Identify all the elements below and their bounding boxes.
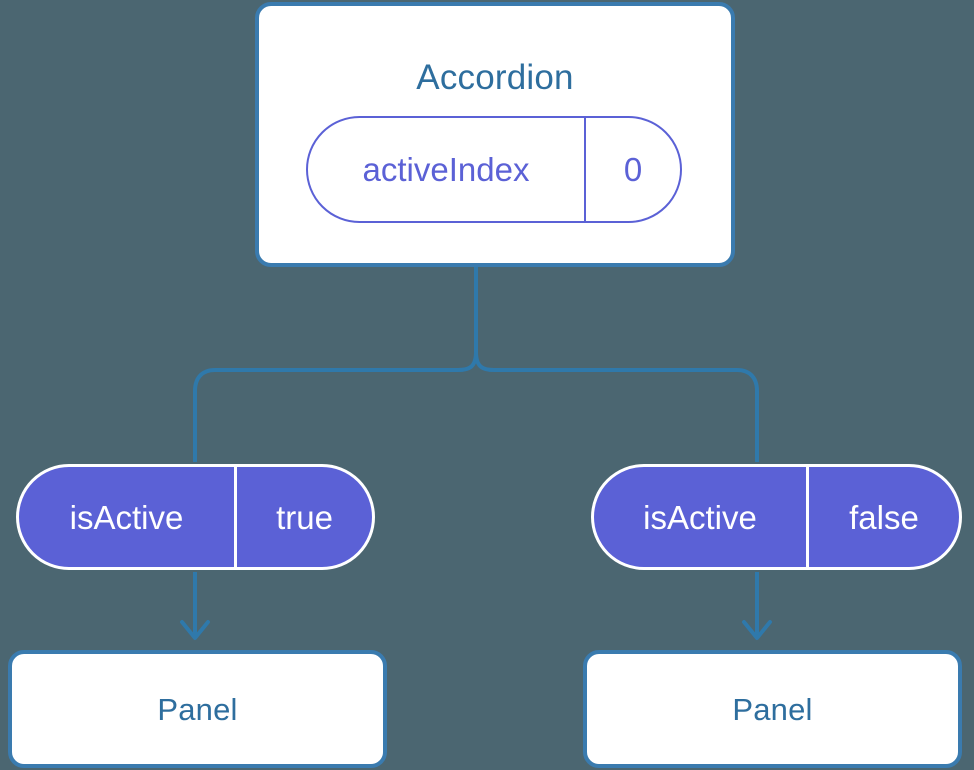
prop-pill-key: isActive (594, 467, 809, 567)
component-title-panel: Panel (732, 691, 813, 727)
prop-pill-value: false (849, 498, 919, 536)
state-pill-active-index[interactable]: activeIndex 0 (306, 116, 682, 223)
arrow-left-head-icon (180, 620, 210, 640)
component-card-panel-left[interactable]: Panel (8, 650, 387, 768)
fork-right-branch-line (474, 351, 759, 462)
prop-pill-key: isActive (19, 467, 237, 567)
state-pill-value: 0 (623, 151, 643, 188)
component-card-panel-right[interactable]: Panel (583, 650, 962, 768)
prop-pill-is-active-false[interactable]: isActive false (591, 464, 962, 570)
state-pill-key: activeIndex (308, 118, 586, 221)
arrow-right-head-icon (742, 620, 772, 640)
prop-pill-is-active-true[interactable]: isActive true (16, 464, 375, 570)
component-title-accordion: Accordion (416, 58, 574, 97)
fork-left-branch-line (193, 351, 478, 462)
component-title-panel: Panel (157, 691, 238, 727)
prop-pill-value: true (276, 498, 333, 536)
